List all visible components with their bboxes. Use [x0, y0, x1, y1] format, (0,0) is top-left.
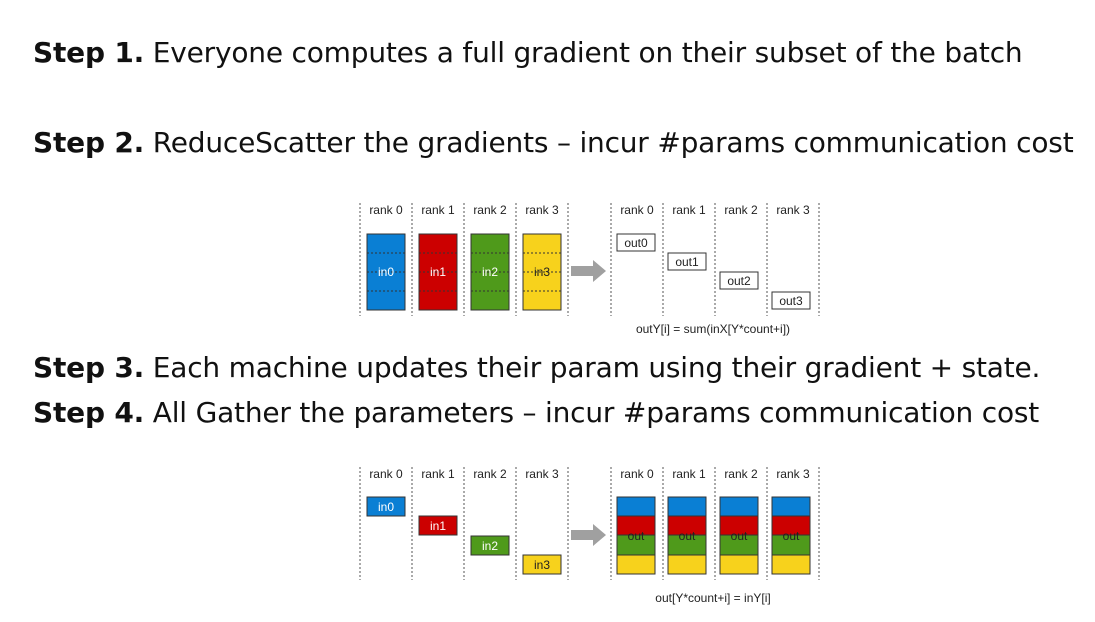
ag-input-in2-box [470, 535, 510, 556]
ag-input-in0-label: in0 [378, 500, 394, 514]
step-1-label: Step 1. [33, 36, 145, 69]
step-4-text: All Gather the parameters – incur #param… [152, 396, 1040, 429]
rs-output-out1-label: out1 [675, 255, 699, 269]
rs-in-rank-3-label: rank 3 [525, 203, 559, 217]
rs-out-rank-2-label: rank 2 [724, 203, 758, 217]
rs-input-in1-label: in1 [430, 265, 446, 279]
rs-out-rank-3-label: rank 3 [776, 203, 810, 217]
ag-output-rank-1: out [667, 496, 707, 575]
rs-input-in1: in1 [418, 233, 458, 311]
rs-input-in3: in3 [522, 233, 562, 311]
ag-formula: out[Y*count+i] = inY[i] [655, 591, 770, 605]
step-1-text: Everyone computes a full gradient on the… [152, 36, 1023, 69]
ag-input-in3-box [522, 554, 562, 575]
rs-in-rank-2-label: rank 2 [473, 203, 507, 217]
ag-input-in0-box [366, 496, 406, 517]
ag-output-rank-0: out [616, 496, 656, 575]
rs-output-out2-box [719, 271, 759, 290]
rs-output-out3-box [771, 291, 811, 310]
rs-output-out2-label: out2 [727, 274, 751, 288]
ag-output-rank-3: out [771, 496, 811, 575]
ag-input-in1-label: in1 [430, 519, 446, 533]
rs-output-out0-box [616, 233, 656, 252]
step-2-label: Step 2. [33, 126, 145, 159]
reduce-scatter-diagram: rank 0 rank 1 rank 2 rank 3 in0 in1 in2 … [359, 203, 820, 336]
ag-input-in3-label: in3 [534, 558, 550, 572]
rs-input-in2-label: in2 [482, 265, 498, 279]
rs-arrow-icon [571, 260, 606, 282]
ag-output-rank-2: out [719, 496, 759, 575]
rs-input-in2: in2 [470, 233, 510, 311]
ag-in-rank-3-label: rank 3 [525, 467, 559, 481]
rs-output-out1-box [667, 252, 707, 271]
ag-output-rank-0-label: out [628, 529, 645, 543]
ag-input-in2-label: in2 [482, 539, 498, 553]
step-3-label: Step 3. [33, 351, 145, 384]
ag-input-in1-box [418, 515, 458, 536]
ag-out-rank-3-label: rank 3 [776, 467, 810, 481]
step-4: Step 4. All Gather the parameters – incu… [33, 396, 1039, 429]
rs-input-in3-label: in3 [534, 265, 550, 279]
ag-out-rank-1-label: rank 1 [672, 467, 706, 481]
rs-out-rank-1-label: rank 1 [672, 203, 706, 217]
all-gather-grid [359, 467, 820, 580]
step-2: Step 2. ReduceScatter the gradients – in… [33, 126, 1074, 159]
step-4-label: Step 4. [33, 396, 145, 429]
ag-in-rank-0-label: rank 0 [369, 467, 403, 481]
rs-out-rank-0-label: rank 0 [620, 203, 654, 217]
rs-input-in0-label: in0 [378, 265, 394, 279]
rs-in-rank-0-label: rank 0 [369, 203, 403, 217]
step-2-text: ReduceScatter the gradients – incur #par… [152, 126, 1074, 159]
reduce-scatter-grid [359, 203, 820, 316]
all-gather-diagram: rank 0 rank 1 rank 2 rank 3 in0 in1 in2 … [359, 467, 820, 605]
ag-output-rank-2-label: out [731, 529, 748, 543]
rs-output-out3-label: out3 [779, 294, 803, 308]
ag-in-rank-1-label: rank 1 [421, 467, 455, 481]
ag-out-rank-0-label: rank 0 [620, 467, 654, 481]
step-1: Step 1. Everyone computes a full gradien… [33, 36, 1023, 69]
step-3: Step 3. Each machine updates their param… [33, 351, 1040, 384]
step-3-text: Each machine updates their param using t… [152, 351, 1041, 384]
rs-formula: outY[i] = sum(inX[Y*count+i]) [636, 322, 790, 336]
ag-output-rank-1-label: out [679, 529, 696, 543]
rs-output-out0-label: out0 [624, 236, 648, 250]
rs-in-rank-1-label: rank 1 [421, 203, 455, 217]
rs-input-in0: in0 [366, 233, 406, 311]
ag-out-rank-2-label: rank 2 [724, 467, 758, 481]
ag-in-rank-2-label: rank 2 [473, 467, 507, 481]
ag-arrow-icon [571, 524, 606, 546]
ag-output-rank-3-label: out [783, 529, 800, 543]
